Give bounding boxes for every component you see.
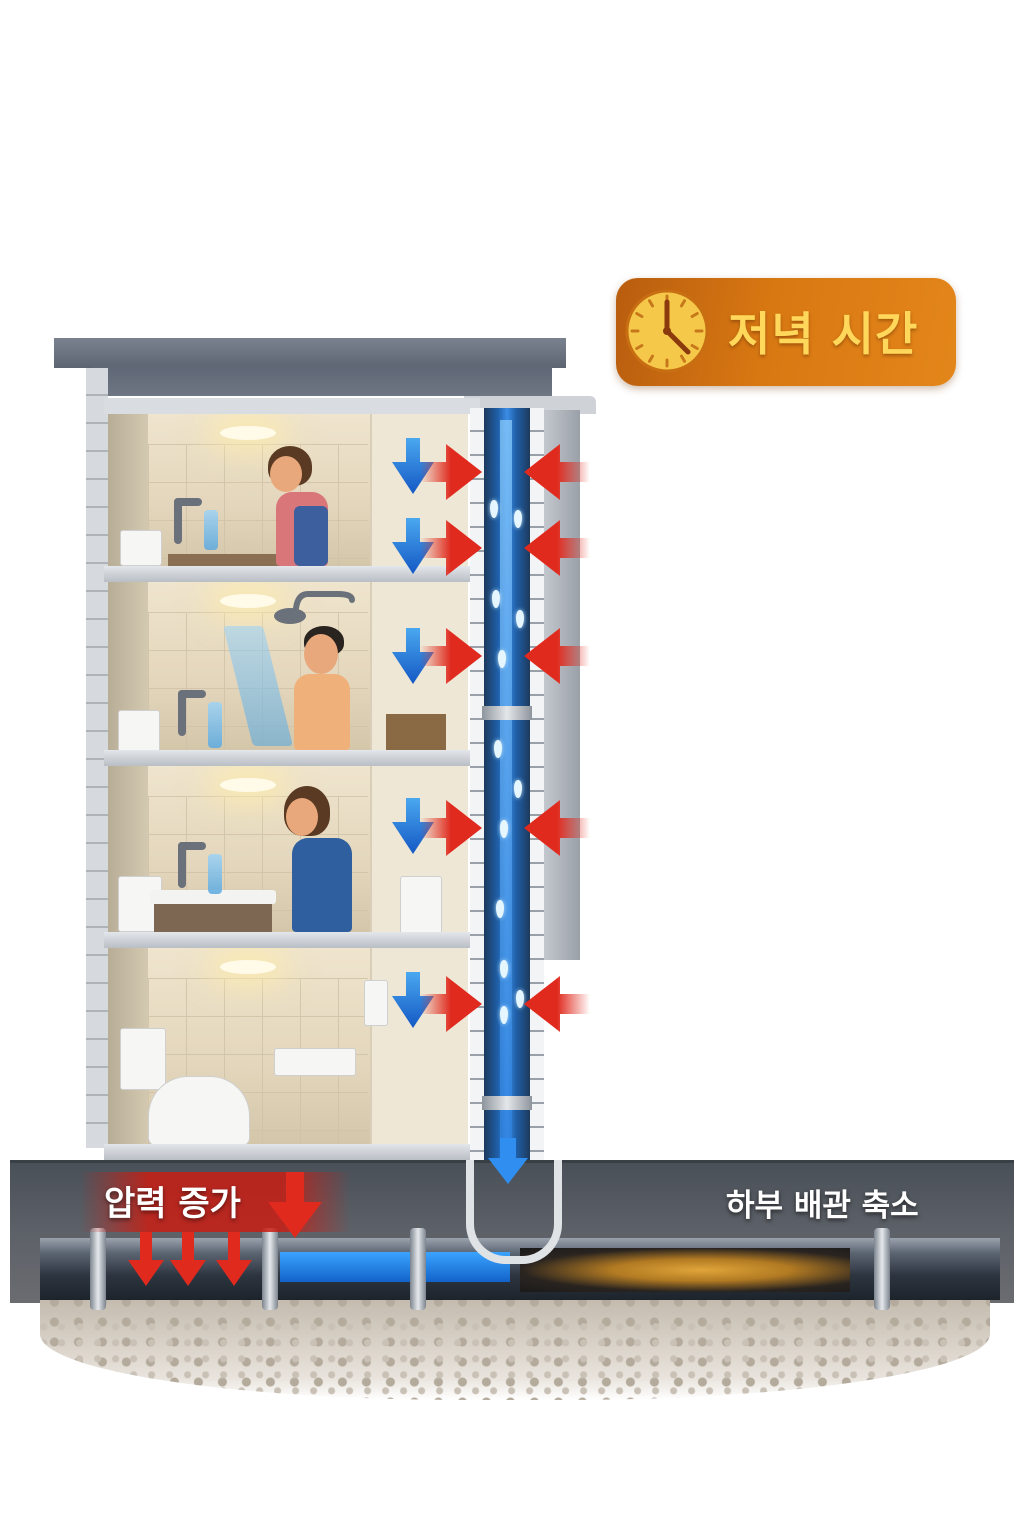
ceiling-lamp [220,778,276,792]
switch-panel [364,980,388,1026]
pipe-coupling [482,706,532,720]
time-badge-label: 저녁 시간 [728,307,919,361]
wall-sink [274,1048,356,1076]
building-left-wall [86,368,108,1148]
floor-slab-4 [104,566,470,582]
ceiling-lamp [220,960,276,974]
pipe-elbow [466,1160,562,1264]
falling-water [500,420,512,1180]
pressure-arrow-left-icon [524,444,590,1032]
ceiling-lamp [220,594,276,608]
water-stream [204,510,218,550]
pressure-down-arrow-icon [216,1232,252,1286]
water-flow-in-pipe [280,1252,510,1282]
pipe-narrowing-label: 하부 배관 축소 [726,1188,919,1224]
toilet-tank [118,710,160,750]
pipe-coupling [482,1096,532,1110]
ground-floor-slab [104,1144,470,1160]
stack-shaft-wall-left [470,408,484,1160]
toilet-bowl [148,1076,250,1144]
time-badge: 저녁 시간 [616,278,956,386]
building-right-wall [540,410,580,960]
vanity-top [150,890,276,904]
pressure-down-arrow-icon [170,1232,206,1286]
pipe-clog-debris [520,1248,850,1292]
floor-2-washbasin [108,766,468,932]
pipe-joint [410,1228,426,1310]
pipe-joint [874,1228,890,1310]
faucet-stream [208,702,222,748]
kitchen-faucet [174,498,202,544]
building-roof [54,338,566,368]
bath-faucet [178,690,206,736]
pressure-increase-label: 압력 증가 [104,1184,241,1224]
vanity-cabinet [154,904,272,932]
pressure-down-arrow-icon [128,1232,164,1286]
water-stream [208,854,222,894]
pipe-joint [90,1228,106,1310]
down-flow-arrow-icon [392,438,434,1028]
dish-rack [120,530,162,566]
floor-slab-3 [104,750,470,766]
storage-cabinet [400,876,442,932]
pressure-down-arrows [128,1172,322,1286]
pressure-down-arrow-icon [268,1172,322,1238]
bathroom-cabinet [386,714,446,750]
shower-head-icon [274,591,355,624]
gravel-bed [40,1290,990,1400]
pressure-arrow-right-icon [420,444,482,1032]
floor-3-shower [108,582,468,750]
toilet-tank [120,1028,166,1090]
stack-shaft-wall-right [530,408,544,1160]
basin-faucet [178,842,206,888]
stack-outflow-arrow-icon [488,1138,528,1184]
floor-slab-2 [104,932,470,948]
pipe-joint [262,1228,278,1310]
clock-icon [625,289,709,373]
ceiling-slab [104,398,480,414]
roof-fascia [92,366,552,396]
ceiling-lamp [220,426,276,440]
